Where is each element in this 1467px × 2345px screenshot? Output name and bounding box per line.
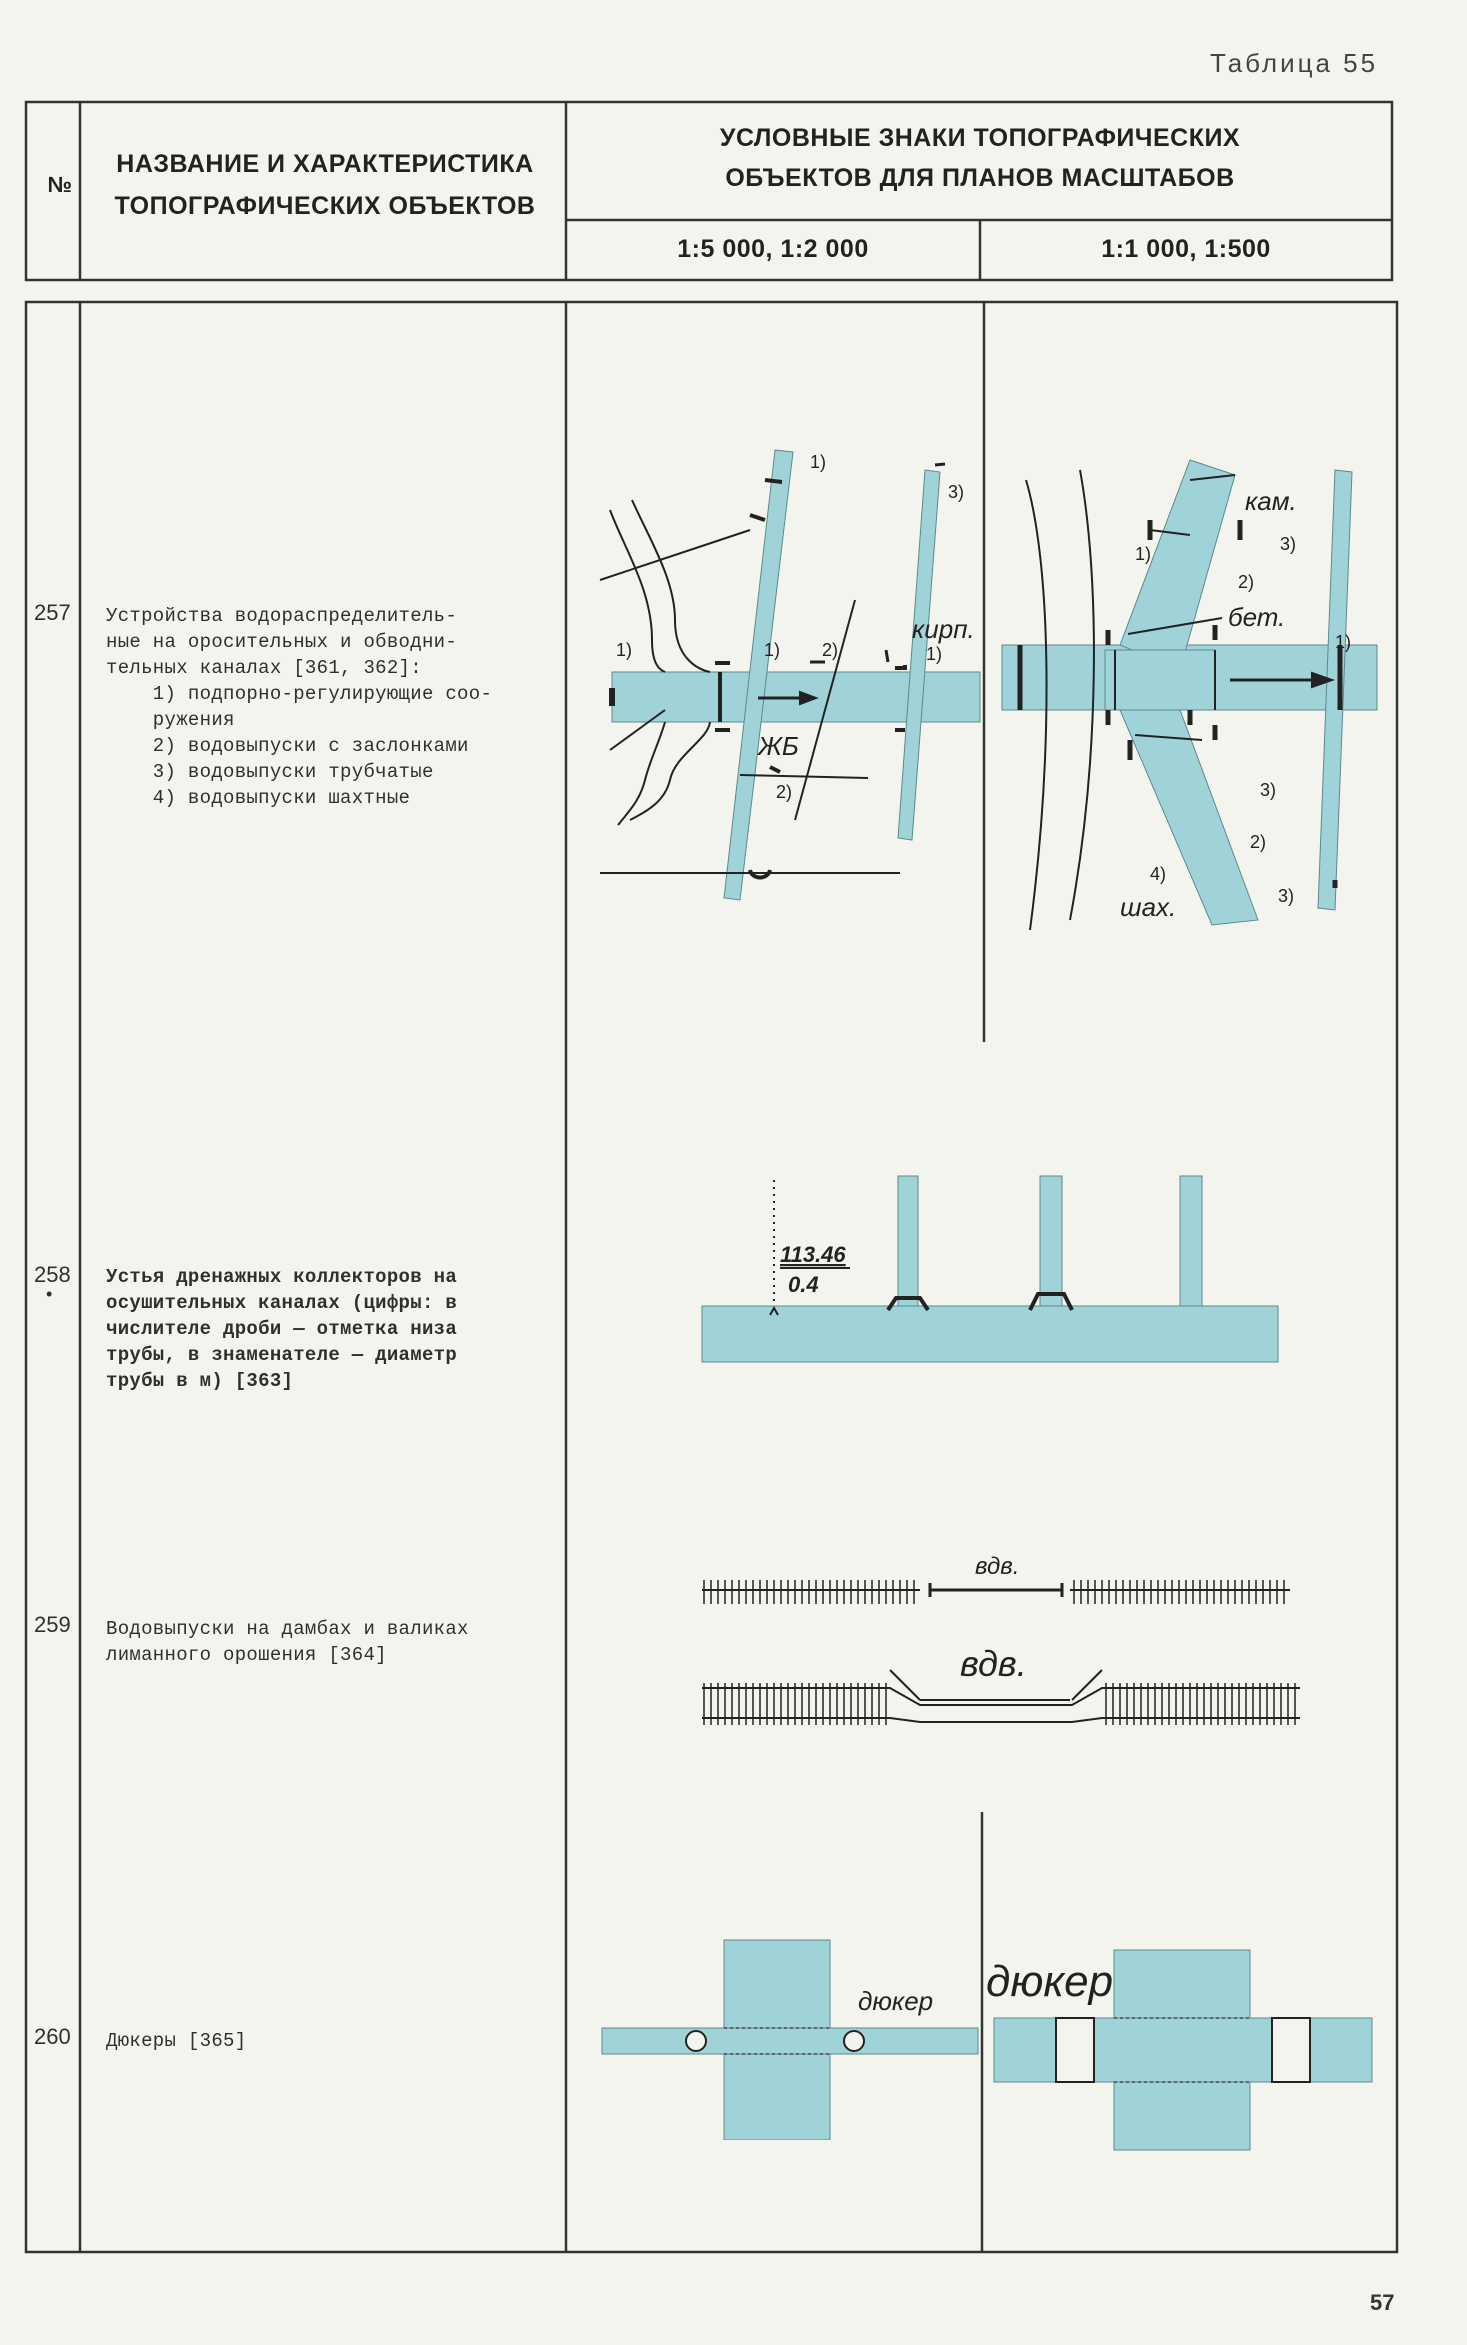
- row-text-259: Водовыпуски на дамбах и валиках лиманног…: [106, 1616, 556, 1668]
- row-text-258: Устья дренажных коллекторов на осушитель…: [106, 1264, 556, 1394]
- label-3: 3): [1260, 780, 1276, 800]
- row-text-line: лиманного орошения [364]: [106, 1644, 387, 1666]
- label-4: 4): [1150, 864, 1166, 884]
- page-number: 57: [1370, 2290, 1395, 2315]
- label-2: 2): [822, 640, 838, 660]
- row-text-line: ружения: [106, 709, 235, 731]
- sign-257-large-scale: кам. бет. шах. 1) 2) 3) 1) 3) 2) 3) 4): [1001, 459, 1378, 931]
- row-text-line: тельных каналах [361, 362]:: [106, 657, 422, 679]
- label-1: 1): [1335, 632, 1351, 652]
- header-name-line2: ТОПОГРАФИЧЕСКИХ ОБЪЕКТОВ: [114, 192, 536, 220]
- label-vdv-small: вдв.: [975, 1553, 1019, 1580]
- label-1: 1): [764, 640, 780, 660]
- sign-257-small-scale: ЖБ кирп. 1) 3) 1) 1) 2) 1) 2): [599, 449, 981, 901]
- header-signs-line2: ОБЪЕКТОВ ДЛЯ ПЛАНОВ МАСШТАБОВ: [725, 164, 1235, 192]
- label-shakh: шах.: [1120, 892, 1176, 922]
- label-2: 2): [1238, 572, 1254, 592]
- row-number-260: 260: [34, 2024, 71, 2049]
- row-number-259: 259: [34, 1612, 71, 1637]
- row-number-258: 258: [34, 1262, 71, 1287]
- row-text-line: ные на оросительных и обводни-: [106, 631, 458, 653]
- row-text-line: 3) водовыпуски трубчатые: [106, 761, 434, 783]
- label-vdv-large: вдв.: [960, 1643, 1027, 1684]
- row-text-line: трубы, в знаменателе — диаметр: [106, 1344, 458, 1366]
- row-text-line: Устройства водораспределитель-: [106, 605, 458, 627]
- fraction-bottom: 0.4: [788, 1272, 819, 1297]
- row-text-line: Водовыпуски на дамбах и валиках: [106, 1618, 469, 1640]
- label-1: 1): [810, 452, 826, 472]
- label-duker-large: дюкер: [986, 1957, 1113, 2006]
- sign-259: вдв. вдв.: [702, 1553, 1300, 1725]
- row-text-line: Устья дренажных коллекторов на: [106, 1266, 458, 1288]
- row-text-line: Дюкеры [365]: [106, 2030, 247, 2052]
- sign-258: 113.46 0.4: [701, 1175, 1279, 1363]
- label-zhb: ЖБ: [756, 731, 799, 761]
- row-marker-258: •: [46, 1284, 53, 1304]
- row-text-260: Дюкеры [365]: [106, 2028, 556, 2054]
- label-3: 3): [948, 482, 964, 502]
- row-text-257: Устройства водораспределитель- ные на ор…: [106, 603, 556, 811]
- row-number-257: 257: [34, 600, 71, 625]
- header-scale-1: 1:5 000, 1:2 000: [677, 235, 869, 263]
- label-1: 1): [1135, 544, 1151, 564]
- label-1: 1): [926, 644, 942, 664]
- label-1: 1): [616, 640, 632, 660]
- row-text-line: числителе дроби — отметка низа: [106, 1318, 458, 1340]
- label-3: 3): [1280, 534, 1296, 554]
- row-text-line: трубы в м) [363]: [106, 1370, 294, 1392]
- row-text-line: осушительных каналах (цифры: в: [106, 1292, 458, 1314]
- header-signs-line1: УСЛОВНЫЕ ЗНАКИ ТОПОГРАФИЧЕСКИХ: [719, 124, 1241, 152]
- label-2: 2): [1250, 832, 1266, 852]
- label-2: 2): [776, 782, 792, 802]
- label-kirp: кирп.: [912, 614, 975, 644]
- label-3: 3): [1278, 886, 1294, 906]
- sign-260-small-scale: дюкер: [601, 1939, 979, 2140]
- label-bet: бет.: [1228, 602, 1285, 632]
- sign-260-large-scale: дюкер: [986, 1949, 1373, 2151]
- row-text-line: 4) водовыпуски шахтные: [106, 787, 411, 809]
- header-name-line1: НАЗВАНИЕ И ХАРАКТЕРИСТИКА: [116, 150, 534, 178]
- label-kam: кам.: [1245, 486, 1297, 516]
- row-text-line: 1) подпорно-регулирующие соо-: [106, 683, 493, 705]
- header-no: №: [47, 172, 73, 197]
- row-text-line: 2) водовыпуски с заслонками: [106, 735, 469, 757]
- fraction-top: 113.46: [780, 1242, 846, 1267]
- label-duker-small: дюкер: [858, 1986, 933, 2016]
- table-label: Таблица 55: [1210, 48, 1379, 78]
- header-scale-2: 1:1 000, 1:500: [1101, 235, 1271, 263]
